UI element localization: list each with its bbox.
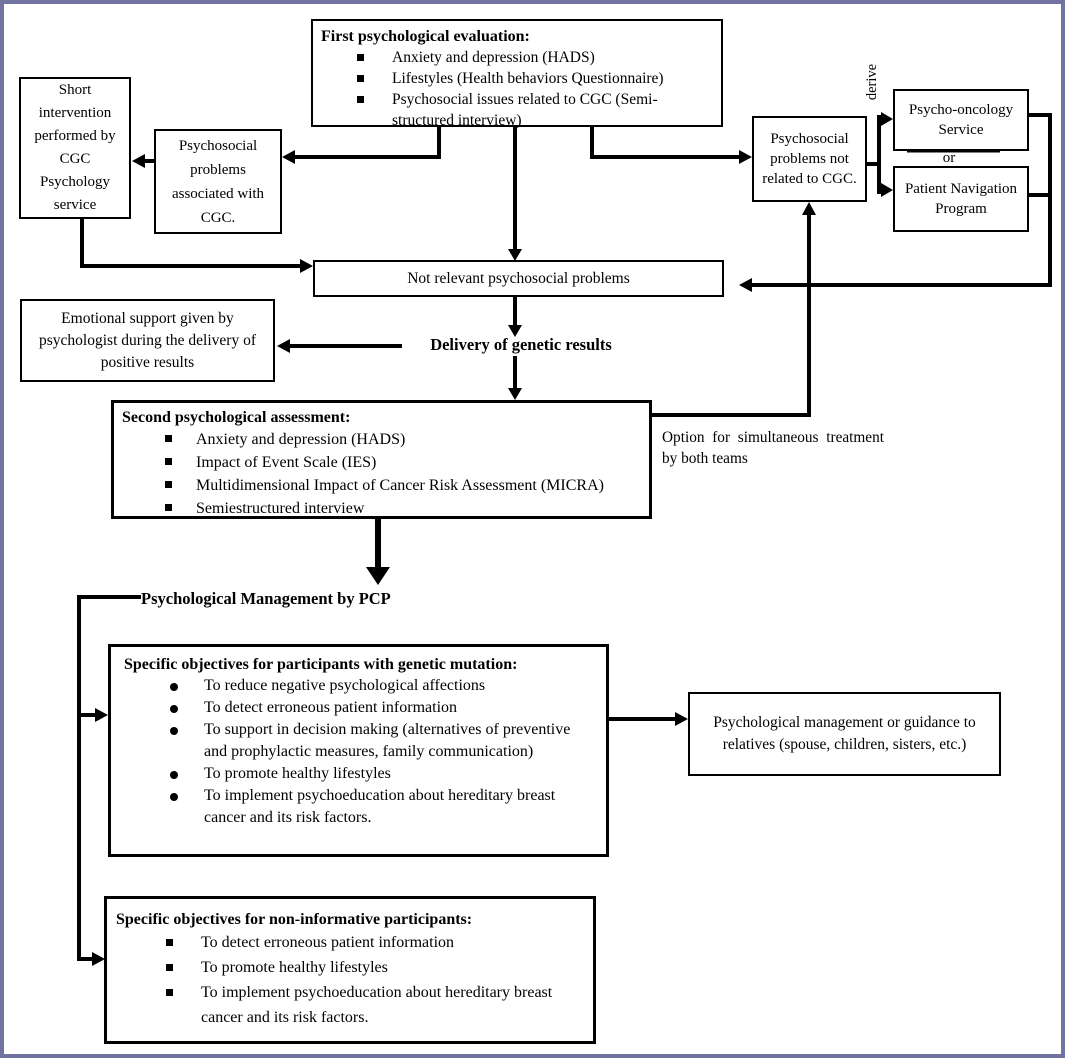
node-problems-associated-cgc: Psychosocial problems associated with CG…	[154, 129, 282, 234]
node-text: Patient Navigation Program	[904, 181, 1018, 217]
node-not-relevant-problems: Not relevant psychosocial problems	[313, 260, 724, 297]
list-item: To detect erroneous patient information	[124, 697, 596, 719]
node-patient-navigation-program: Patient Navigation Program	[893, 166, 1029, 232]
list-item: To promote healthy lifestyles	[116, 955, 585, 980]
node-psycho-oncology-service: Psycho-oncology Service	[893, 89, 1029, 151]
connector-eval-to-assoc	[294, 127, 441, 159]
label-or: or	[942, 150, 956, 166]
arrowhead-down-into-notrelevant	[508, 249, 522, 261]
list-item: Lifestyles (Health behaviors Questionnai…	[321, 68, 713, 89]
arrowhead-left-into-assoc	[282, 150, 295, 164]
node-objectives-genetic-mutation: Specific objectives for participants wit…	[108, 644, 609, 857]
label-derive: derive	[864, 63, 880, 101]
list-item: To reduce negative psychological affecti…	[124, 675, 596, 697]
node-problems-not-related-cgc: Psychosocial problems not related to CGC…	[752, 116, 867, 202]
round-bullet-icon	[170, 705, 178, 713]
connector-pcp-bracket	[77, 595, 141, 961]
arrowhead-left-into-emotional	[277, 339, 290, 353]
list-item: Anxiety and depression (HADS)	[321, 47, 713, 68]
connector-second-to-notrelated	[652, 214, 811, 417]
round-bullet-icon	[170, 793, 178, 801]
list-item: Multidimensional Impact of Cancer Risk A…	[122, 474, 641, 497]
list-item: Impact of Event Scale (IES)	[122, 451, 641, 474]
round-bullet-icon	[170, 727, 178, 735]
square-bullet-icon	[357, 75, 364, 82]
node-text: Psychological management or guidance to …	[713, 714, 976, 753]
square-bullet-icon	[357, 96, 364, 103]
square-bullet-icon	[166, 964, 173, 971]
node-text: Psychosocial problems not related to CGC…	[762, 131, 857, 187]
node-title: Specific objectives for non-informative …	[116, 911, 473, 928]
arrowhead-left-into-notrelevant-right	[739, 278, 752, 292]
arrowhead-right-into-notrelevant-left	[300, 259, 313, 273]
arrowhead-up-into-notrelated	[802, 202, 816, 215]
arrowhead-right-into-psychooncology	[881, 112, 893, 126]
square-bullet-icon	[166, 989, 173, 996]
arrowhead-down-into-second	[508, 388, 522, 400]
arrowhead-right-into-relatives	[675, 712, 688, 726]
list-item: To support in decision making (alternati…	[124, 719, 596, 763]
list-item: To implement psychoeducation about hered…	[116, 980, 585, 1030]
list-item: To detect erroneous patient information	[116, 930, 585, 955]
square-bullet-icon	[357, 54, 364, 61]
list-item: Psychosocial issues related to CGC (Semi…	[321, 89, 713, 131]
label-delivery-of-genetic-results: Delivery of genetic results	[430, 335, 612, 354]
node-title: Second psychological assessment:	[122, 409, 351, 426]
arrowhead-down-into-pcp	[366, 567, 390, 585]
connector-eval-to-notrelated	[590, 127, 740, 159]
node-emotional-support: Emotional support given by psychologist …	[20, 299, 275, 382]
node-text: Psycho-oncology Service	[908, 102, 1014, 138]
node-text: Psychosocial problems associated with CG…	[171, 137, 265, 226]
arrowhead-right-into-mutationbox	[95, 708, 108, 722]
round-bullet-icon	[170, 683, 178, 691]
node-text: Emotional support given by psychologist …	[39, 309, 256, 371]
list-item: Semiestructured interview	[122, 497, 641, 520]
label-psychological-management-pcp: Psychological Management by PCP	[141, 589, 391, 608]
square-bullet-icon	[165, 481, 172, 488]
arrowhead-left-into-short	[132, 154, 145, 168]
arrowhead-right-into-notrelated	[739, 150, 752, 164]
node-first-psychological-evaluation: First psychological evaluation: Anxiety …	[311, 19, 723, 129]
arrowhead-down-into-delivery	[508, 325, 522, 337]
node-short-intervention: Short intervention performed by CGC Psyc…	[19, 77, 131, 219]
connector-short-to-notrelevant	[80, 217, 301, 268]
list-item: To implement psychoeducation about hered…	[124, 785, 596, 829]
list-item: Anxiety and depression (HADS)	[122, 428, 641, 451]
arrowhead-right-into-patientnav	[881, 183, 893, 197]
square-bullet-icon	[165, 435, 172, 442]
node-title: Specific objectives for participants wit…	[124, 656, 518, 673]
node-objectives-non-informative: Specific objectives for non-informative …	[104, 896, 596, 1044]
node-management-relatives: Psychological management or guidance to …	[688, 692, 1001, 776]
node-title: First psychological evaluation:	[321, 28, 530, 45]
label-option-simultaneous-treatment: Option for simultaneous treatment by bot…	[662, 429, 884, 467]
square-bullet-icon	[165, 458, 172, 465]
connector-services-to-notrelevant	[751, 113, 1052, 287]
node-text: Short intervention performed by CGC Psyc…	[34, 82, 116, 213]
round-bullet-icon	[170, 771, 178, 779]
node-second-psychological-assessment: Second psychological assessment: Anxiety…	[111, 400, 652, 519]
node-text: Not relevant psychosocial problems	[407, 269, 630, 287]
list-item: To promote healthy lifestyles	[124, 763, 596, 785]
arrowhead-right-into-noninformativebox	[92, 952, 105, 966]
square-bullet-icon	[166, 939, 173, 946]
square-bullet-icon	[165, 504, 172, 511]
